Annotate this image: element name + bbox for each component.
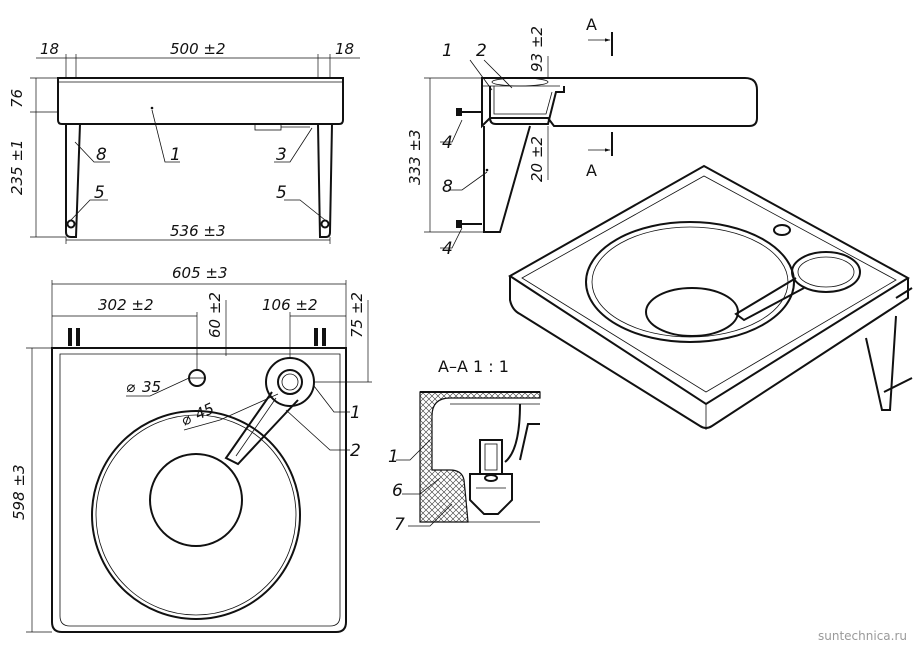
section-title: А–А 1 : 1 [438,357,509,376]
section-view: А–А 1 : 1 1 6 7 [388,357,541,535]
front-label-drain: 3 [276,145,287,165]
front-dim-width-bottom: 536 ±3 [170,222,226,240]
section-label-body: 1 [388,447,399,467]
top-dim-hole-diameter-symbol: ⌀ [126,378,135,396]
side-label-cup: 2 [476,41,487,61]
top-dim-depth-hole: 60 ±2 [206,292,224,338]
front-label-leg: 8 [96,145,107,165]
top-dim-height-total: 598 ±3 [10,464,28,520]
front-dim-left-offset: 18 [40,40,59,58]
front-dim-height-leg: 235 ±1 [8,139,26,195]
top-dim-cup-diameter: 45 [192,399,217,423]
isometric-view [508,164,913,430]
side-dim-depth-lower: 20 ±2 [528,136,546,182]
top-label-cup: 2 [350,441,361,461]
front-dim-right-offset: 18 [335,40,354,58]
side-label-leg: 8 [442,177,453,197]
top-dim-cup-diameter-symbol: ⌀ [178,409,194,429]
side-dim-depth-bowl: 93 ±2 [528,26,546,72]
top-view: 605 ±3 302 ±2 106 ±2 60 ±2 75 ±2 598 ±3 … [10,264,372,633]
front-dim-height-top: 76 [8,89,26,108]
side-label-body: 1 [442,41,453,61]
side-label-bolt-bottom: 4 [442,239,453,259]
front-label-foot-right: 5 [276,183,287,203]
front-label-foot-left: 5 [94,183,105,203]
watermark: suntechnica.ru [818,629,907,643]
top-dim-width-total: 605 ±3 [172,264,228,282]
top-label-body: 1 [350,403,361,423]
front-view: 18 500 ±2 18 76 235 ±1 536 ±3 8 1 3 5 5 [8,40,360,244]
front-dim-width-top: 500 ±2 [170,40,226,58]
side-view: 333 ±3 93 ±2 20 ±2 A A 1 2 4 8 4 [406,15,758,259]
top-dim-offset-cup: 106 ±2 [262,296,318,314]
top-dim-hole-diameter: 35 [142,378,161,396]
side-dim-height-total: 333 ±3 [406,129,424,185]
section-label-layer-7: 7 [394,515,405,535]
top-dim-depth-cup: 75 ±2 [348,292,366,338]
section-label-layer-6: 6 [392,481,403,501]
front-label-body: 1 [170,145,181,165]
side-label-bolt-top: 4 [442,133,453,153]
section-mark-top: A [586,15,597,34]
section-mark-bottom: A [586,161,597,180]
top-dim-offset-hole: 302 ±2 [98,296,154,314]
